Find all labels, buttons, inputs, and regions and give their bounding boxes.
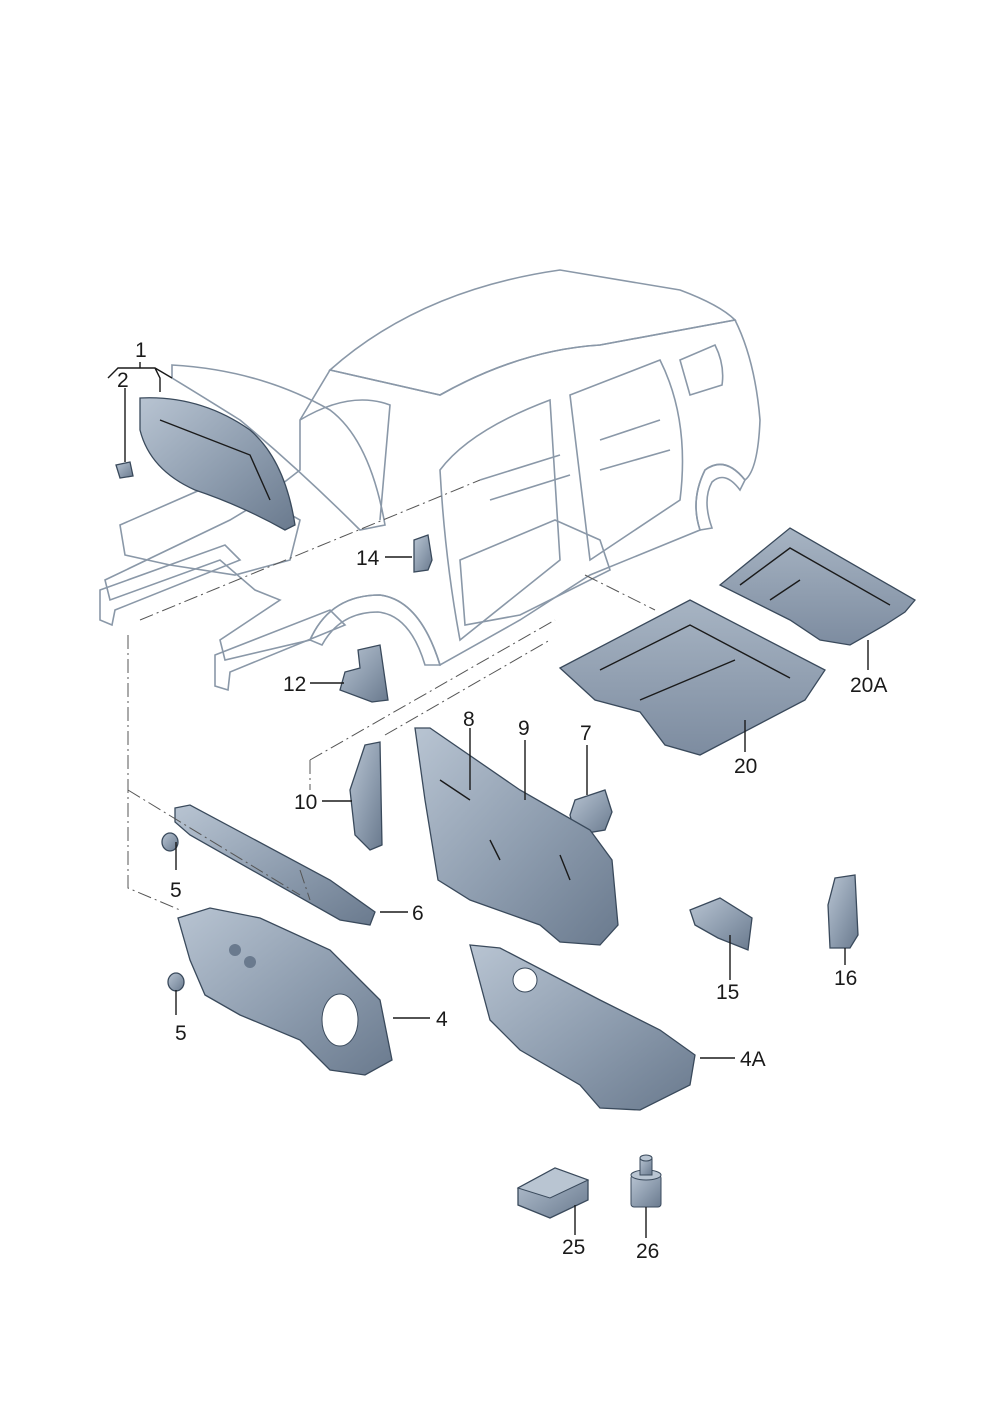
a-pillar (299, 399, 391, 521)
callout-labels: 1 2 14 12 8 9 7 10 5 6 5 4 4A 15 16 20 2… (117, 339, 887, 1263)
front-rail-right (214, 609, 347, 692)
bonnet (171, 364, 386, 531)
callout-8: 8 (463, 708, 475, 731)
leader-lines (107, 362, 869, 1238)
floor-carpet-rear-20a (718, 527, 916, 646)
callout-6: 6 (412, 902, 424, 925)
floor-interior (459, 519, 611, 626)
bonnet-insulation-part-1 (139, 397, 296, 531)
part-14 (413, 534, 433, 573)
part-4a-hole (512, 967, 538, 993)
grommet-part-5-upper (161, 832, 179, 852)
part-6-crossmember (174, 804, 376, 926)
floor-carpet-front-ribs (599, 624, 791, 701)
part-4-bulkhead-insulation (177, 907, 393, 1076)
callout-20: 20 (734, 755, 757, 778)
callout-9: 9 (518, 717, 530, 740)
part-8-panel (414, 727, 619, 946)
part-7 (569, 789, 613, 836)
roof-panel (328, 269, 737, 396)
callout-26: 26 (636, 1240, 659, 1263)
callout-12: 12 (283, 673, 306, 696)
bonnet-insulation-rib (159, 419, 271, 501)
part-12 (339, 644, 389, 703)
callout-7: 7 (580, 722, 592, 745)
front-rail-left (99, 544, 242, 627)
door-opening-rear (569, 358, 684, 562)
floor-ribs (479, 419, 671, 501)
rear-quarter-window (679, 343, 724, 397)
part-8-detail (439, 779, 571, 881)
part-16 (827, 874, 859, 949)
part-26-bumper (630, 1154, 662, 1208)
part-4-hole-b (244, 956, 256, 968)
callout-5-upper: 5 (170, 879, 182, 902)
part-4a-panel (469, 944, 696, 1111)
callout-4: 4 (436, 1008, 448, 1031)
callout-1: 1 (135, 339, 147, 362)
part-25-top (516, 1167, 590, 1199)
callout-5-lower: 5 (175, 1022, 187, 1045)
door-opening-front (439, 398, 561, 642)
phantom-lines (127, 479, 656, 911)
callout-10: 10 (294, 791, 317, 814)
part-4-hole-a (229, 944, 241, 956)
callout-14: 14 (356, 547, 380, 570)
callout-25: 25 (562, 1236, 585, 1259)
callout-16: 16 (834, 967, 857, 990)
rear-wheel-arch (695, 463, 746, 531)
car-body-shell (99, 269, 761, 692)
floor-carpet-rear-ribs (739, 547, 891, 606)
grommet-part-5-lower (167, 972, 185, 992)
part-4-cutout (321, 993, 359, 1047)
part-10 (349, 741, 383, 851)
callout-15: 15 (716, 981, 739, 1004)
callout-20a: 20A (850, 674, 887, 697)
callout-4a: 4A (740, 1048, 766, 1071)
clip-part-2 (115, 461, 134, 479)
bonnet-group (139, 364, 386, 531)
callout-2: 2 (117, 369, 129, 392)
front-wheel-arch (308, 594, 442, 666)
part-15 (689, 897, 753, 951)
